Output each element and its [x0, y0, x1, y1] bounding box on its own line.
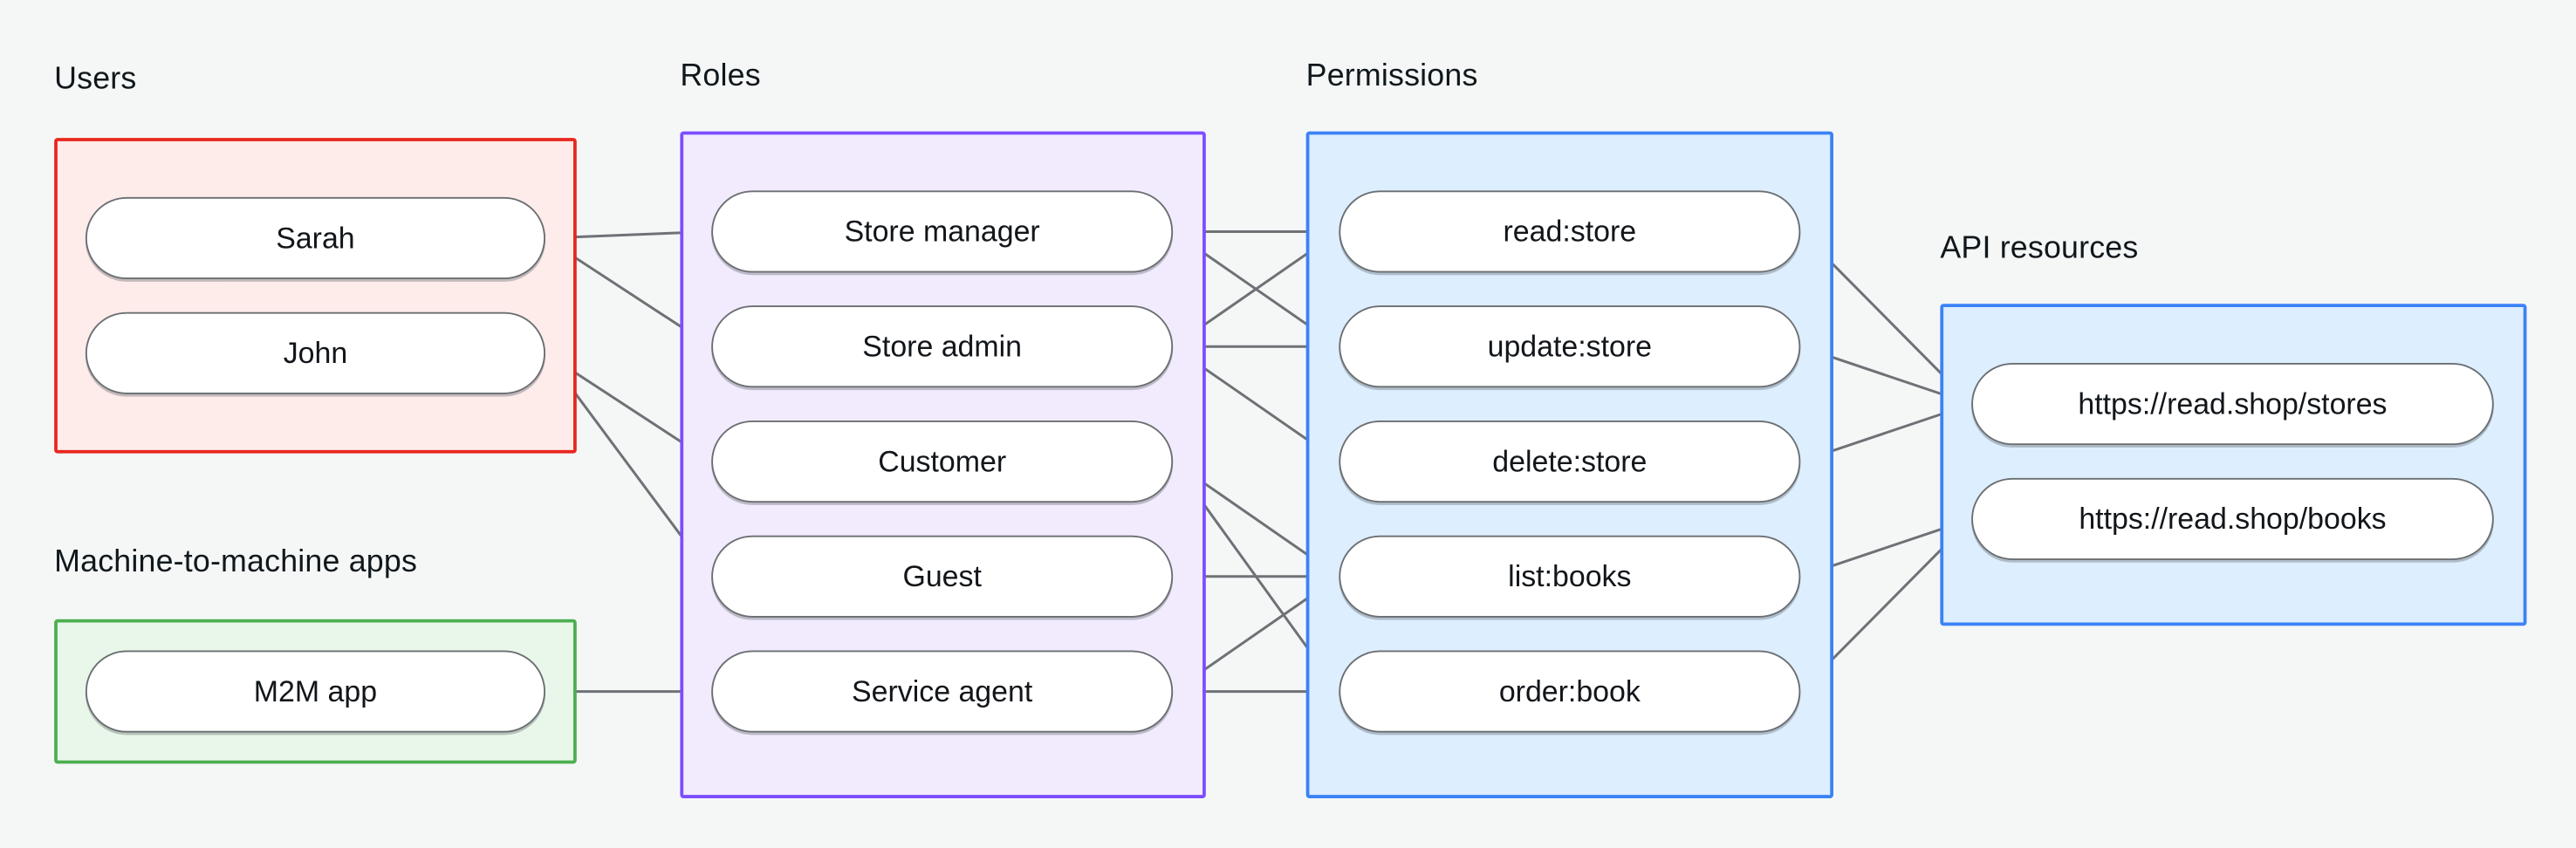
node-order-book[interactable]: order:book [1339, 650, 1801, 733]
node-delete-store[interactable]: delete:store [1339, 420, 1801, 503]
node-label-list-books: list:books [1508, 559, 1632, 592]
node-store-admin[interactable]: Store admin [711, 305, 1174, 388]
node-guest[interactable]: Guest [711, 535, 1174, 618]
node-label-store-manager: Store manager [844, 214, 1040, 248]
node-label-guest: Guest [902, 559, 982, 592]
node-label-res-stores: https://read.shop/stores [2078, 386, 2388, 421]
node-label-res-books: https://read.shop/books [2079, 502, 2387, 535]
node-label-order-book: order:book [1498, 674, 1641, 708]
node-label-store-admin: Store admin [862, 329, 1023, 363]
node-m2m-app[interactable]: M2M app [85, 650, 546, 733]
node-label-service-agent: Service agent [852, 674, 1033, 708]
node-john[interactable]: John [85, 311, 546, 394]
node-label-john: John [283, 335, 348, 369]
node-update-store[interactable]: update:store [1339, 305, 1801, 388]
node-label-delete-store: delete:store [1492, 444, 1648, 477]
node-list-books[interactable]: list:books [1339, 535, 1801, 618]
node-res-books[interactable]: https://read.shop/books [1971, 477, 2494, 560]
group-label-api: API resources [1940, 231, 2139, 266]
node-label-update-store: update:store [1487, 329, 1653, 363]
group-label-roles: Roles [680, 58, 761, 94]
node-sarah[interactable]: Sarah [85, 196, 546, 280]
node-label-customer: Customer [878, 444, 1007, 477]
node-label-read-store: read:store [1503, 214, 1637, 248]
node-store-manager[interactable]: Store manager [711, 190, 1174, 273]
node-label-m2m-app: M2M app [253, 674, 378, 708]
node-service-agent[interactable]: Service agent [711, 650, 1174, 733]
node-label-sarah: Sarah [276, 221, 355, 254]
group-label-permissions: Permissions [1305, 58, 1478, 94]
node-customer[interactable]: Customer [711, 420, 1174, 503]
group-label-m2m: Machine-to-machine apps [54, 545, 418, 580]
group-label-users: Users [54, 62, 137, 98]
node-read-store[interactable]: read:store [1339, 190, 1801, 273]
group-box-api [1940, 304, 2527, 626]
node-res-stores[interactable]: https://read.shop/stores [1971, 363, 2494, 446]
group-box-users [54, 138, 577, 454]
